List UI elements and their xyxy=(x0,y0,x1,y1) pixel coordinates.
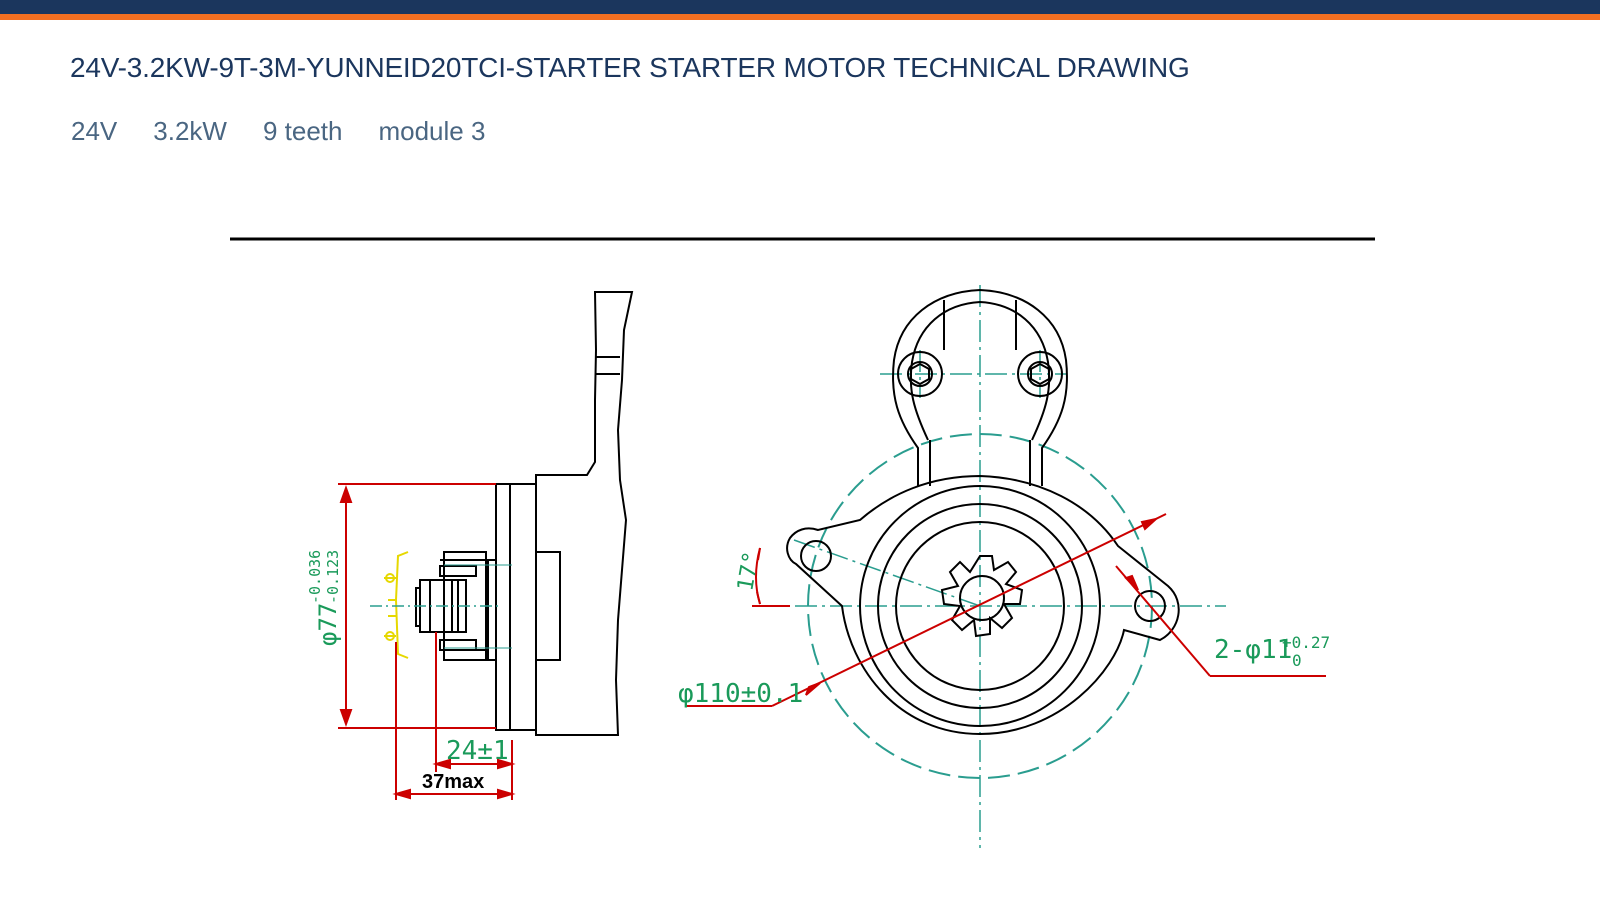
flange-plate xyxy=(535,291,634,736)
pilot-diameter-label: φ77 -0.036 -0.123 xyxy=(306,550,342,646)
spec-voltage: 24V xyxy=(71,116,118,146)
top-banner xyxy=(0,0,1600,14)
mounting-flange xyxy=(786,474,1180,736)
spec-list: 24V 3.2kW 9 teeth module 3 xyxy=(71,116,485,147)
pilot-diameter-main: φ77 xyxy=(314,603,342,646)
spec-power: 3.2kW xyxy=(153,116,227,146)
mount-hole-left xyxy=(800,540,832,572)
pinion-gear-front xyxy=(940,555,1024,638)
flange-step xyxy=(495,483,537,731)
upper-bolt-left xyxy=(897,351,943,397)
holes-tol-upper: +0.27 xyxy=(1282,633,1330,652)
spec-teeth: 9 teeth xyxy=(262,116,343,146)
holes-label: 2-φ11 +0.27 0 xyxy=(1214,633,1330,670)
pilot-diameter-tol-upper: -0.036 xyxy=(306,550,324,604)
pinion-bore xyxy=(959,575,1005,621)
pinion-offset-label: 24±1 xyxy=(446,736,509,766)
page-title: 24V-3.2KW-9T-3M-YUNNEID20TCI-STARTER STA… xyxy=(70,52,1190,83)
top-banner-accent xyxy=(0,14,1600,20)
pinion-outer xyxy=(443,551,487,661)
bolt-circle-label: φ110±0.1 xyxy=(678,679,803,709)
upper-bracket xyxy=(892,288,1068,486)
angle-label: 17° xyxy=(733,550,765,593)
side-dimensions xyxy=(338,483,516,800)
drive-housing xyxy=(487,559,497,661)
holes-tol-lower: 0 xyxy=(1292,651,1302,670)
nose-housing xyxy=(536,551,561,661)
nose-ring xyxy=(895,521,1065,691)
pinion-highlight xyxy=(384,551,409,659)
max-length-label: 37max xyxy=(422,771,484,793)
housing-ring-outer xyxy=(859,485,1101,727)
upper-bolt-right xyxy=(1017,351,1063,397)
housing-ring-inner xyxy=(877,503,1083,709)
spec-module: module 3 xyxy=(378,116,486,146)
front-dimensions xyxy=(686,513,1326,707)
front-view xyxy=(786,288,1180,736)
holes-main: 2-φ11 xyxy=(1214,635,1292,665)
mount-hole-right xyxy=(1134,590,1166,622)
side-view xyxy=(415,291,634,736)
pilot-diameter-tol-lower: -0.123 xyxy=(324,550,342,604)
front-centerlines xyxy=(760,285,1226,848)
